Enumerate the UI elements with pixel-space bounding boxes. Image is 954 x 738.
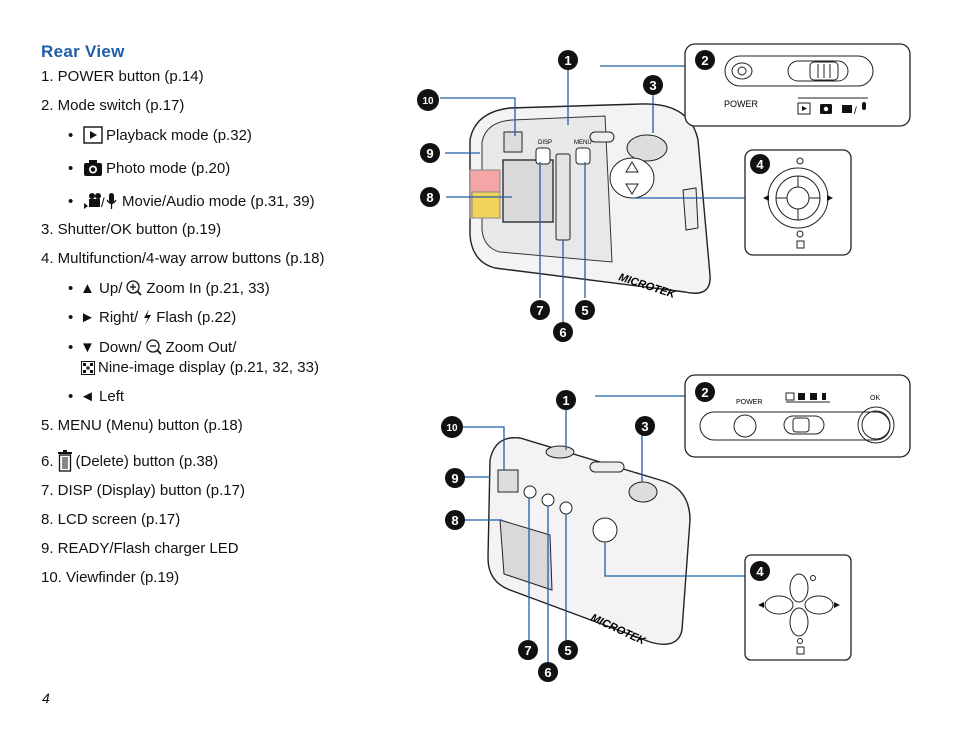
svg-text:9: 9: [451, 471, 458, 486]
svg-text:/: /: [854, 106, 857, 117]
svg-text:2: 2: [701, 385, 708, 400]
camera-icon: [84, 160, 102, 176]
list-item: 4. Multifunction/4-way arrow buttons (p.…: [41, 250, 325, 267]
callouts-top: 1 2 3 4 5 6 7 8 9 10: [417, 50, 770, 342]
disp-label: DISP: [538, 140, 552, 146]
svg-text:6: 6: [559, 325, 566, 340]
page-number: 4: [42, 690, 50, 706]
camera-rear-bottom: MICROTEK: [487, 436, 691, 648]
inset-mode-switch-bottom: POWER OK: [684, 374, 911, 458]
callout-7: 7: [530, 300, 550, 320]
list-item: 5. MENU (Menu) button (p.18): [41, 417, 243, 434]
list-item: • Playback mode (p.32): [68, 126, 252, 144]
list-item: 2. Mode switch (p.17): [41, 97, 185, 114]
list-item: 1. POWER button (p.14): [41, 68, 204, 85]
callout-5-bottom: 5: [558, 640, 578, 660]
callout-1: 1: [558, 50, 578, 70]
ok-label: OK: [870, 395, 880, 402]
movie-audio-icon: /: [84, 193, 117, 210]
nine-image-icon: [81, 360, 95, 375]
zoom-out-icon: [145, 339, 162, 355]
callout-8: 8: [420, 187, 440, 207]
callout-9-bottom: 9: [445, 468, 465, 488]
list-item: • / Movie/Audio mode (p.31, 39): [68, 192, 315, 211]
list-item: •▼ Down/ Zoom Out/: [68, 338, 237, 356]
callout-6: 6: [553, 322, 573, 342]
callout-8-bottom: 8: [445, 510, 465, 530]
list-item: 6. (Delete) button (p.38): [41, 450, 218, 472]
list-item: 9. READY/Flash charger LED: [41, 540, 239, 557]
camera-diagrams: MICROTEK DISP MENU POWER /: [417, 43, 911, 682]
list-item: •► Right/ Flash (p.22): [68, 308, 237, 326]
inset-4way-top: [744, 149, 852, 256]
callout-2-bottom: 2: [695, 382, 715, 402]
power-label: POWER: [724, 99, 759, 109]
svg-text:/: /: [101, 195, 105, 210]
svg-text:8: 8: [451, 513, 458, 528]
list-item: 7. DISP (Display) button (p.17): [41, 482, 245, 499]
callout-9: 9: [420, 143, 440, 163]
playback-icon: [83, 126, 103, 144]
list-item: 8. LCD screen (p.17): [41, 511, 181, 528]
svg-text:8: 8: [426, 190, 433, 205]
callout-5: 5: [575, 300, 595, 320]
svg-text:10: 10: [422, 96, 434, 107]
list-item: 10. Viewfinder (p.19): [41, 569, 180, 586]
svg-text:7: 7: [524, 643, 531, 658]
callout-3: 3: [643, 75, 663, 95]
trash-icon: [57, 450, 72, 472]
callout-1-bottom: 1: [556, 390, 576, 410]
callout-4-bottom: 4: [750, 561, 770, 581]
svg-text:4: 4: [756, 157, 764, 172]
power-label-bottom: POWER: [736, 399, 762, 406]
callout-3-bottom: 3: [635, 416, 655, 436]
list-item: • Photo mode (p.20): [68, 159, 231, 177]
svg-text:5: 5: [564, 643, 571, 658]
svg-text:9: 9: [426, 146, 433, 161]
inset-4way-bottom: [744, 554, 852, 661]
camera-rear-top: MICROTEK DISP MENU: [469, 103, 711, 301]
menu-label: MENU: [574, 140, 592, 146]
callout-7-bottom: 7: [518, 640, 538, 660]
callouts-bottom: 1 2 3 4 5 6 7 8 9 10: [441, 382, 770, 682]
svg-text:7: 7: [536, 303, 543, 318]
callout-10: 10: [417, 89, 439, 111]
svg-text:3: 3: [641, 419, 648, 434]
flash-icon: [144, 309, 152, 325]
svg-text:2: 2: [701, 53, 708, 68]
svg-text:5: 5: [581, 303, 588, 318]
inset-mode-switch-top: POWER /: [684, 43, 911, 127]
svg-text:4: 4: [756, 564, 764, 579]
svg-text:3: 3: [649, 78, 656, 93]
zoom-in-icon: [126, 280, 142, 296]
svg-text:1: 1: [564, 53, 571, 68]
svg-text:6: 6: [544, 665, 551, 680]
callout-6-bottom: 6: [538, 662, 558, 682]
list-item: •▲ Up/ Zoom In (p.21, 33): [68, 279, 270, 297]
callout-10-bottom: 10: [441, 416, 463, 438]
callout-4: 4: [750, 154, 770, 174]
list-item: •◄ Left: [68, 388, 125, 405]
svg-text:10: 10: [446, 423, 458, 434]
callout-2: 2: [695, 50, 715, 70]
section-title: Rear View: [41, 42, 125, 61]
list-item: 3. Shutter/OK button (p.19): [41, 221, 222, 238]
list-item: Nine-image display (p.21, 32, 33): [78, 359, 319, 376]
svg-text:1: 1: [562, 393, 569, 408]
